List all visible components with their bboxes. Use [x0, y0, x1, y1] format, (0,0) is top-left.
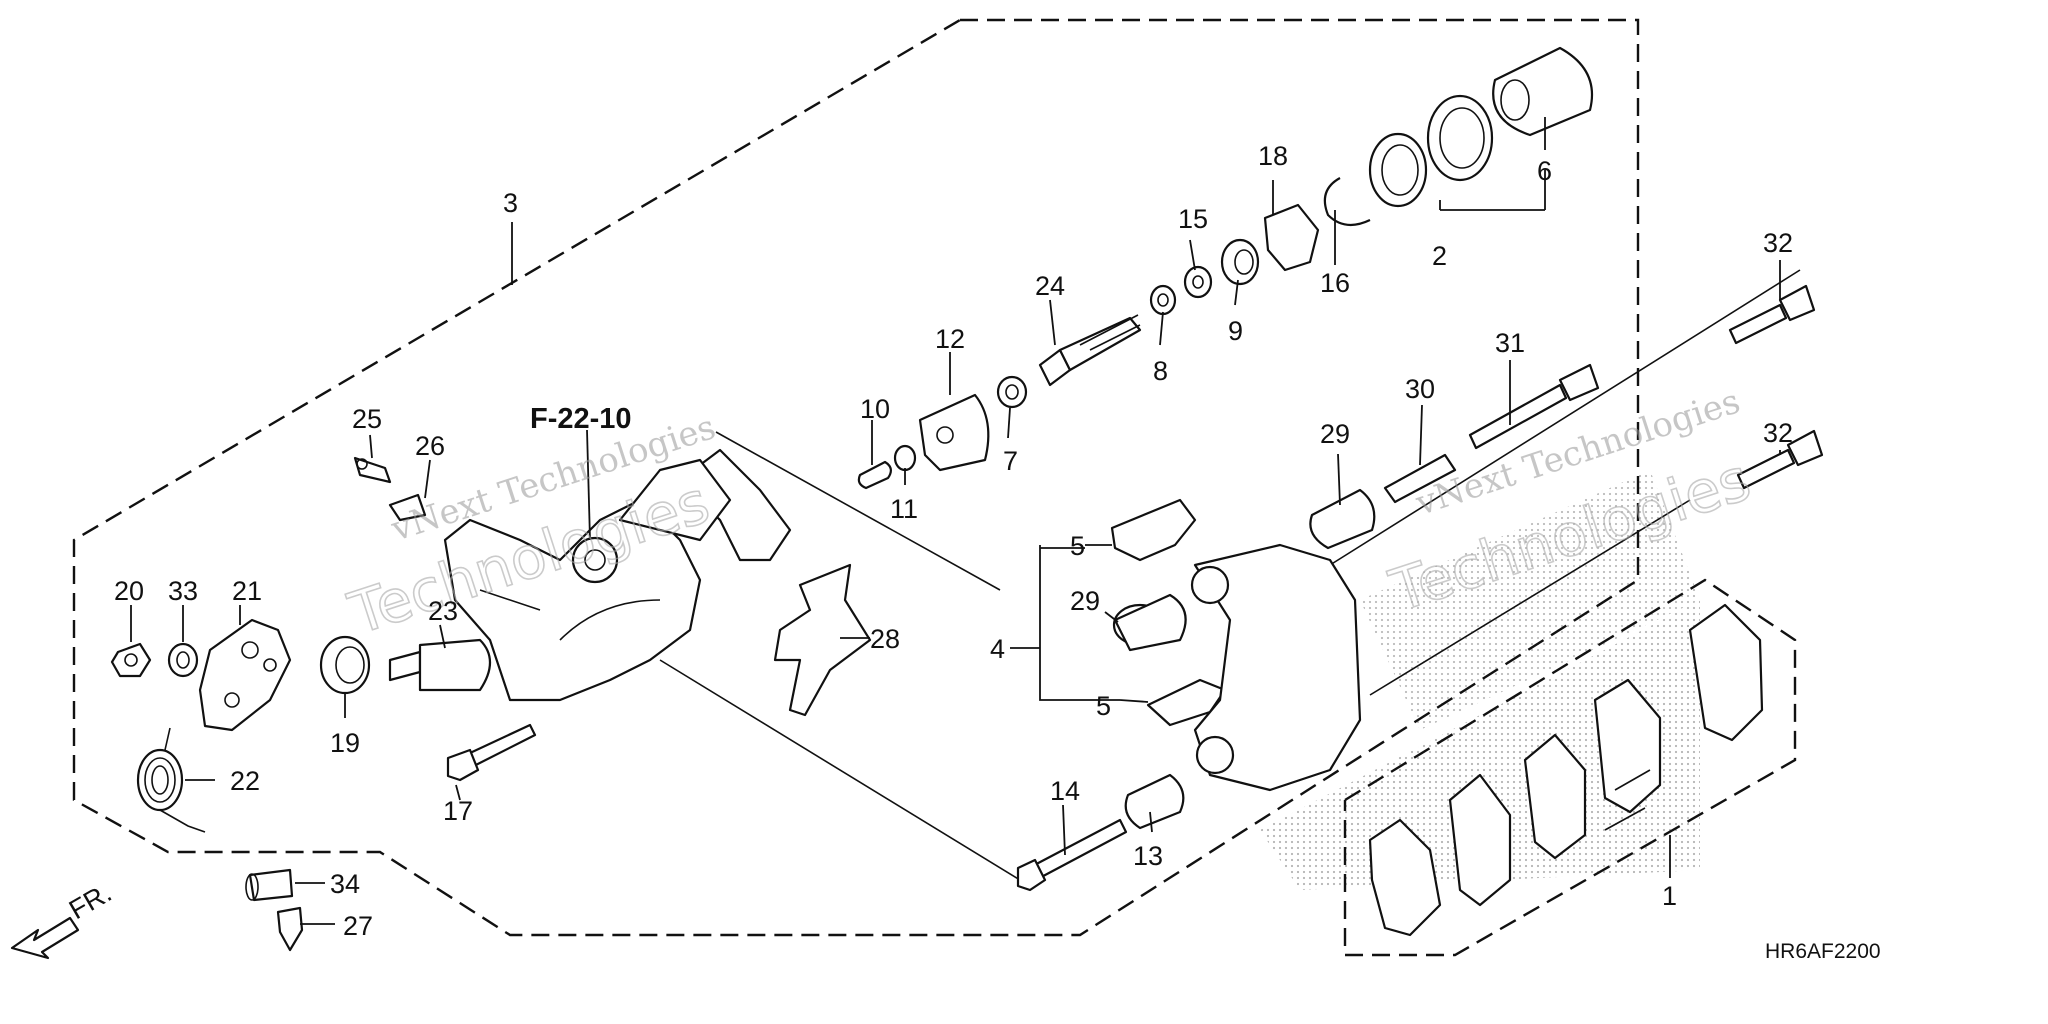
callout-11: 11 — [890, 494, 918, 524]
part-washer-15 — [1183, 265, 1213, 299]
part-pin-10 — [857, 460, 892, 490]
callouts: 1 2 3 4 5 5 6 7 8 9 10 11 12 13 14 15 16… — [114, 141, 1793, 941]
part-washer-8 — [1149, 284, 1177, 316]
callout-28: 28 — [870, 624, 900, 654]
part-boot-29-lower — [1112, 593, 1187, 652]
callout-32b: 32 — [1763, 418, 1793, 448]
callout-34: 34 — [330, 869, 360, 899]
callout-4: 4 — [990, 634, 1005, 664]
callout-20: 20 — [114, 576, 144, 606]
part-spring-plate-5-lower — [1146, 678, 1227, 727]
part-bolt-17 — [446, 723, 537, 782]
part-retainer-18 — [1263, 203, 1320, 272]
part-pad-set-1 — [1368, 603, 1764, 937]
part-cap-26 — [388, 493, 427, 522]
part-nut-7 — [996, 375, 1028, 409]
drawing-number: HR6AF2200 — [1765, 940, 1881, 963]
callout-31: 31 — [1495, 328, 1525, 358]
callout-27: 27 — [343, 911, 373, 941]
callout-29b: 29 — [1070, 586, 1100, 616]
shadow-shading — [1260, 470, 1700, 890]
callout-16: 16 — [1320, 268, 1350, 298]
part-clip-28 — [773, 563, 872, 717]
callout-7: 7 — [1003, 446, 1018, 476]
part-seals-2 — [1368, 94, 1494, 208]
callout-3: 3 — [503, 188, 518, 218]
part-adjuster-12 — [918, 393, 990, 472]
callout-12: 12 — [935, 324, 965, 354]
caliper-assembly-outline — [72, 18, 1640, 937]
part-lever-21 — [198, 618, 292, 732]
part-sleeve-30 — [1383, 453, 1457, 504]
part-bracket-4 — [1190, 543, 1362, 792]
part-seal-19 — [319, 635, 371, 695]
part-nut-20 — [110, 642, 152, 678]
leader-lines — [130, 117, 1781, 925]
callout-25: 25 — [352, 404, 382, 434]
callout-26: 26 — [415, 431, 445, 461]
part-pin-14 — [1016, 818, 1128, 892]
callout-29a: 29 — [1320, 419, 1350, 449]
part-shaft-23 — [388, 638, 492, 692]
pad-set-outline — [1343, 578, 1797, 957]
part-bolt-32-upper — [1728, 284, 1816, 345]
part-boot-29-upper — [1309, 488, 1376, 550]
callout-6: 6 — [1537, 156, 1552, 186]
callout-21: 21 — [232, 576, 262, 606]
callout-2: 2 — [1432, 241, 1447, 271]
callout-19: 19 — [330, 728, 360, 758]
part-boot-13 — [1124, 773, 1185, 830]
callout-33: 33 — [168, 576, 198, 606]
callout-9: 9 — [1228, 316, 1243, 346]
callout-5a: 5 — [1070, 531, 1085, 561]
part-bleeder-27 — [276, 906, 304, 952]
part-spring-plate-5-upper — [1110, 498, 1197, 562]
callout-8: 8 — [1153, 356, 1168, 386]
part-washer-33 — [167, 642, 199, 678]
part-bolt-31 — [1468, 363, 1600, 450]
callout-5b: 5 — [1096, 691, 1111, 721]
svg-text:FR.: FR. — [64, 877, 117, 925]
callout-22: 22 — [230, 766, 260, 796]
callout-24: 24 — [1035, 271, 1065, 301]
part-cap-34 — [245, 868, 294, 902]
callout-30: 30 — [1405, 374, 1435, 404]
part-piston-6 — [1492, 46, 1594, 137]
callout-14: 14 — [1050, 776, 1080, 806]
part-bolt-24 — [1038, 314, 1142, 387]
callout-17: 17 — [443, 796, 473, 826]
part-circlip-16 — [1323, 177, 1371, 227]
part-bleeder-25 — [353, 456, 392, 484]
callout-18: 18 — [1258, 141, 1288, 171]
reference-code[interactable]: F-22-10 — [530, 403, 632, 435]
callout-13: 13 — [1133, 841, 1163, 871]
part-spring-22 — [136, 727, 206, 833]
callout-1: 1 — [1662, 881, 1677, 911]
callout-32a: 32 — [1763, 228, 1793, 258]
callout-15: 15 — [1178, 204, 1208, 234]
part-caliper-body — [443, 448, 792, 702]
part-washer-11 — [893, 444, 917, 472]
front-arrow-icon: FR. — [10, 877, 117, 960]
callout-23: 23 — [428, 596, 458, 626]
callout-10: 10 — [860, 394, 890, 424]
part-bolt-32-lower — [1736, 429, 1824, 490]
part-spring-9 — [1220, 238, 1260, 286]
